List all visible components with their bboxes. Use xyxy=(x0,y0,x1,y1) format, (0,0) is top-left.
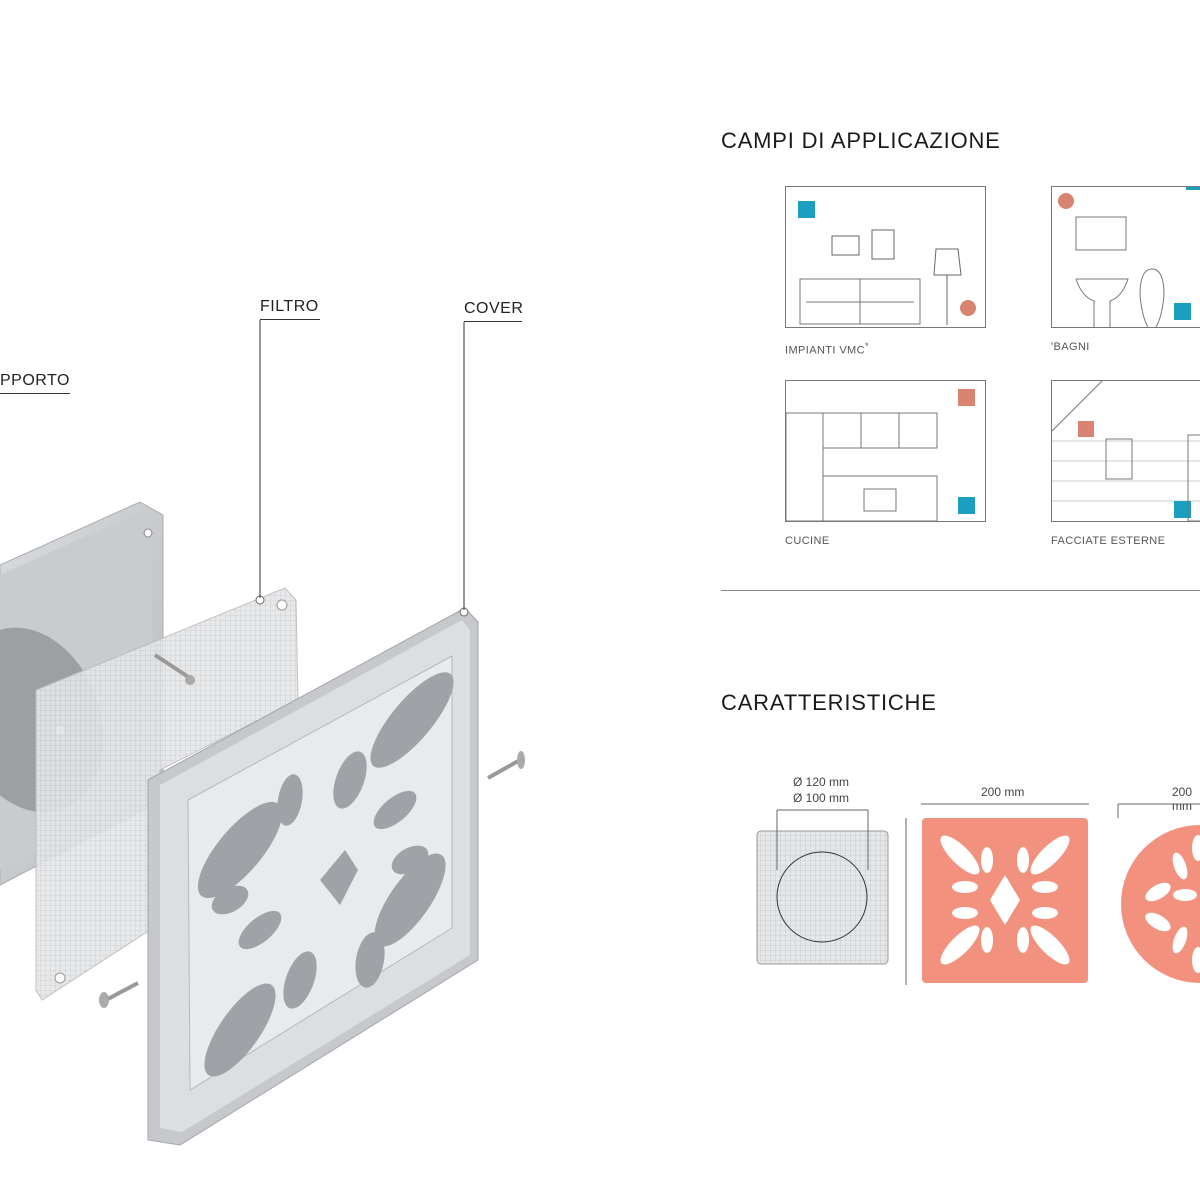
round-cover-drawing xyxy=(1117,803,1200,983)
cover-label: COVER xyxy=(464,300,523,322)
footnote-marker: ' xyxy=(1051,341,1054,353)
caption-vmc: IMPIANTI VMC xyxy=(785,344,865,357)
room-living-illustration xyxy=(785,186,986,328)
caption-kitchens: CUCINE xyxy=(785,535,830,547)
screw-icon xyxy=(99,653,525,1008)
inner-diameter-label: Ø 100 mm xyxy=(793,791,850,805)
round-width-label: 200 mm xyxy=(1172,785,1193,813)
caption-facades: FACCIATE ESTERNE xyxy=(1051,535,1166,547)
square-width-label: 200 mm xyxy=(981,785,1025,799)
applications-title: CAMPI DI APPLICAZIONE xyxy=(721,128,1001,153)
exploded-view-illustration xyxy=(0,320,525,1146)
room-facade-illustration xyxy=(1051,380,1200,522)
cover-panel xyxy=(147,607,479,1146)
filter-panel xyxy=(35,587,299,1001)
footnote-marker: * xyxy=(864,341,869,351)
support-plan-drawing xyxy=(756,809,889,965)
support-label: PPORTO xyxy=(0,372,70,394)
square-height-label: 200 mm xyxy=(872,881,887,925)
room-kitchen-illustration xyxy=(785,380,986,522)
features-title: CARATTERISTICHE xyxy=(721,690,937,715)
square-cover-drawing xyxy=(905,803,1089,985)
outer-diameter-label: Ø 120 mm xyxy=(793,775,850,789)
section-divider xyxy=(721,590,1200,591)
filter-label: FILTRO xyxy=(260,298,320,320)
room-bathroom-illustration xyxy=(1051,186,1200,328)
caption-bathrooms: BAGNI xyxy=(1053,341,1090,353)
